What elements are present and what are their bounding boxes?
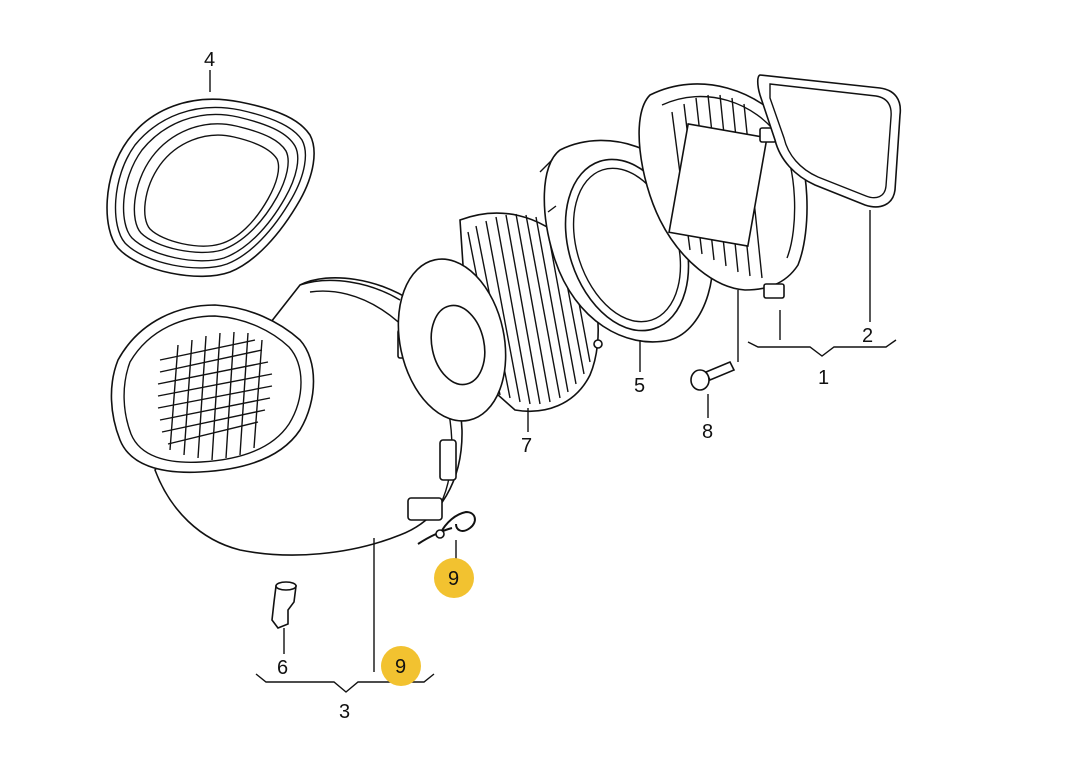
callout-2: 2	[862, 325, 873, 347]
highlight-marker-9a[interactable]	[434, 558, 474, 598]
callout-6: 6	[277, 657, 288, 679]
part-2-seal-gasket	[756, 74, 902, 208]
part-8-screw	[690, 360, 736, 391]
part-4-gasket-set	[106, 98, 315, 278]
part-9-wire-clip	[417, 510, 476, 545]
leader-lines	[209, 70, 897, 693]
callout-9a[interactable]: 9	[448, 568, 459, 590]
highlight-marker-9b[interactable]	[381, 646, 421, 686]
callout-5: 5	[634, 375, 645, 397]
intake-grille	[157, 331, 273, 461]
part-1-rear-housing	[638, 83, 808, 299]
callout-4: 4	[204, 49, 215, 71]
callout-1: 1	[818, 367, 829, 389]
callout-8: 8	[702, 421, 713, 443]
callout-3: 3	[339, 701, 350, 723]
part-7-fan-wheel	[397, 212, 599, 422]
callout-9b[interactable]: 9	[395, 656, 406, 678]
part-6-clip	[271, 581, 297, 629]
callout-7: 7	[521, 435, 532, 457]
